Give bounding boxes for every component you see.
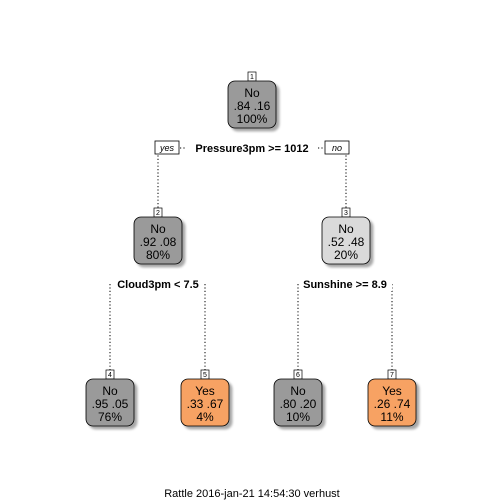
node-pct: 76% <box>98 410 122 424</box>
node-probs: .52 .48 <box>328 235 365 249</box>
node-id-label: 3 <box>344 210 348 217</box>
node-box <box>85 378 135 427</box>
node-id-label: 2 <box>156 210 160 217</box>
node-pct: 20% <box>334 248 358 262</box>
node-label: No <box>102 384 118 398</box>
node-pct: 100% <box>237 112 268 126</box>
node-id-label: 5 <box>203 372 207 379</box>
node-box <box>321 216 371 265</box>
node-pct: 80% <box>146 248 170 262</box>
node-probs: .84 .16 <box>234 99 271 113</box>
split-left-label: Cloud3pm < 7.5 <box>117 279 199 291</box>
node-box <box>273 378 323 427</box>
node-label: No <box>290 384 306 398</box>
node-label: No <box>338 222 354 236</box>
node-label: Yes <box>382 384 402 398</box>
node-probs: .33 .67 <box>187 397 224 411</box>
split-root-label: Pressure3pm >= 1012 <box>195 143 308 155</box>
node-label: Yes <box>195 384 215 398</box>
node-box <box>133 216 183 265</box>
no-branch-box: no <box>324 140 350 155</box>
node-id-label: 6 <box>296 372 300 379</box>
yes-branch-box: yes <box>154 140 180 155</box>
node-probs: .92 .08 <box>140 235 177 249</box>
yes-branch-label: yes <box>159 143 175 153</box>
no-branch-label: no <box>332 143 342 153</box>
node-probs: .80 .20 <box>280 397 317 411</box>
tree-edges <box>109 147 393 370</box>
node-id-label: 1 <box>250 74 254 81</box>
footer-caption: Rattle 2016-jan-21 14:54:30 verhust <box>164 488 340 500</box>
node-probs: .95 .05 <box>92 397 129 411</box>
node-box <box>227 80 277 129</box>
node-label: No <box>150 222 166 236</box>
node-label: No <box>244 86 260 100</box>
node-pct: 10% <box>286 410 310 424</box>
node-id-label: 4 <box>108 372 112 379</box>
split-right-label: Sunshine >= 8.9 <box>303 279 387 291</box>
node-pct: 11% <box>380 410 403 424</box>
node-probs: .26 .74 <box>374 397 411 411</box>
node-box <box>180 378 230 427</box>
node-id-label: 7 <box>390 372 394 379</box>
node-box <box>367 378 417 427</box>
node-pct: 4% <box>196 410 214 424</box>
